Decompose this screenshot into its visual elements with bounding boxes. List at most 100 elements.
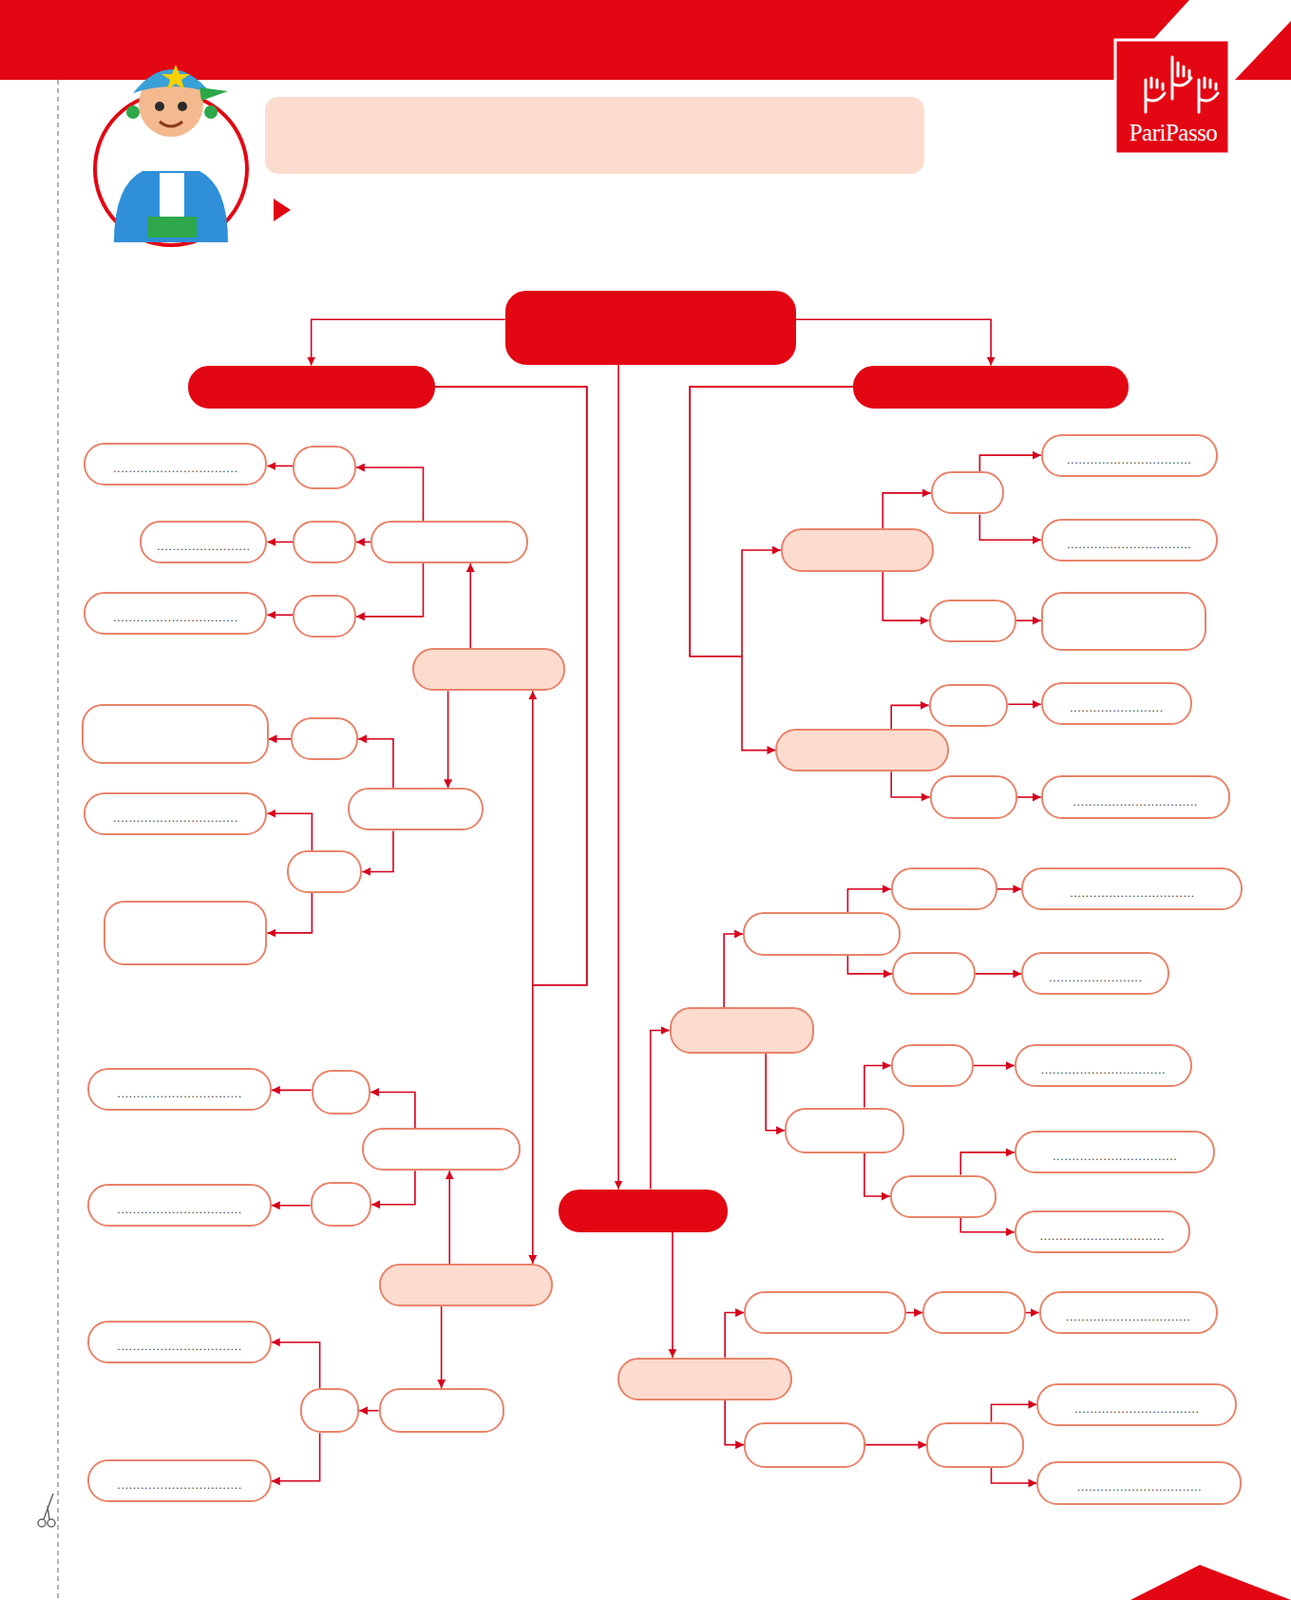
connector-arrow bbox=[847, 955, 893, 974]
blank-line: ................................ bbox=[113, 802, 239, 825]
fill-in-box: ........................ bbox=[1021, 951, 1170, 995]
blank-line: ................................ bbox=[1052, 1140, 1178, 1163]
connector-arrow bbox=[356, 541, 371, 544]
header-bar bbox=[0, 0, 1190, 80]
fill-in-box: ................................ bbox=[1041, 434, 1218, 477]
connector-arrow bbox=[796, 319, 991, 365]
blank-line: ................................ bbox=[1065, 1301, 1192, 1324]
fill-in-box bbox=[929, 599, 1017, 643]
fill-in-box: ................................ bbox=[87, 1183, 271, 1227]
connector-arrow bbox=[447, 690, 450, 788]
connector-arrow bbox=[311, 319, 506, 365]
connector-arrow bbox=[650, 1030, 670, 1190]
connector-arrow bbox=[361, 830, 394, 872]
fill-in-box bbox=[930, 471, 1005, 514]
connector-arrow bbox=[724, 1400, 744, 1445]
logo-text: PariPasso bbox=[1117, 119, 1230, 147]
blank-line: ................................ bbox=[116, 1469, 243, 1492]
connector-arrow bbox=[960, 1217, 1015, 1233]
fill-in-box bbox=[784, 1107, 905, 1154]
blank-line: ................................ bbox=[1072, 786, 1198, 809]
fill-in-box: ................................ bbox=[1036, 1383, 1237, 1426]
heading-box bbox=[853, 365, 1129, 409]
fill-in-box bbox=[926, 1422, 1024, 1468]
connector-arrow bbox=[268, 738, 292, 741]
category-box bbox=[669, 1006, 816, 1053]
blank-line: ................................ bbox=[1069, 877, 1196, 900]
fill-in-box bbox=[290, 717, 359, 760]
connector-arrow bbox=[266, 613, 293, 616]
fill-in-box bbox=[292, 594, 357, 638]
category-box bbox=[617, 1357, 793, 1401]
speech-bubble bbox=[265, 96, 925, 174]
fill-in-box: ................................ bbox=[83, 591, 267, 635]
connector-arrow bbox=[271, 1342, 321, 1388]
connector-arrow bbox=[891, 704, 929, 729]
blank-line: ................................ bbox=[116, 1330, 243, 1353]
heading-box bbox=[505, 290, 797, 364]
connector-arrow bbox=[847, 889, 891, 913]
fill-in-box bbox=[742, 911, 900, 955]
fill-in-box bbox=[891, 1044, 974, 1087]
category-box bbox=[780, 528, 934, 571]
connector-arrow bbox=[271, 1089, 312, 1092]
bullet-triangle bbox=[273, 198, 291, 222]
category-box bbox=[379, 1263, 554, 1307]
connector-arrow bbox=[991, 1404, 1038, 1422]
connector-arrow bbox=[440, 1306, 443, 1388]
connector-arrow bbox=[671, 1232, 674, 1358]
fill-in-box: ................................ bbox=[1041, 518, 1218, 562]
connector-arrow bbox=[448, 1170, 451, 1264]
scissors-icon bbox=[37, 1493, 56, 1527]
connector-arrow bbox=[359, 1409, 379, 1412]
fill-in-box: ................................ bbox=[1014, 1130, 1216, 1174]
connector-arrow bbox=[723, 933, 743, 1007]
logo-hands bbox=[1145, 56, 1218, 113]
fill-in-box bbox=[103, 900, 268, 967]
blank-line: ................................ bbox=[113, 453, 239, 475]
corner-mark bbox=[1234, 20, 1291, 80]
fill-in-box bbox=[892, 951, 976, 995]
connector-arrow bbox=[973, 1064, 1015, 1067]
fill-in-box bbox=[890, 1175, 997, 1218]
blank-line: ................................ bbox=[1039, 1220, 1165, 1243]
fill-in-box bbox=[922, 1291, 1026, 1334]
category-box bbox=[775, 728, 950, 772]
blank-line: ................................ bbox=[116, 1078, 243, 1101]
fill-in-box bbox=[310, 1181, 372, 1227]
cut-line bbox=[56, 79, 59, 1600]
category-box bbox=[412, 647, 566, 691]
fill-in-box bbox=[300, 1387, 360, 1433]
connector-arrow bbox=[1017, 796, 1042, 798]
fill-in-box bbox=[1041, 591, 1207, 651]
fill-in-box bbox=[929, 683, 1009, 727]
fill-in-box bbox=[370, 520, 530, 564]
blank-line: ................................ bbox=[1066, 444, 1193, 467]
connector-arrow bbox=[1007, 702, 1041, 705]
connector-arrow bbox=[975, 972, 1022, 975]
fill-in-box bbox=[891, 867, 998, 911]
connector-arrow bbox=[1016, 619, 1042, 622]
blank-line: ................................ bbox=[1066, 529, 1193, 551]
fill-in-box: ................................ bbox=[1036, 1461, 1242, 1504]
connector-arrow bbox=[271, 1204, 311, 1207]
blank-line: ........................ bbox=[156, 531, 251, 553]
connector-arrow bbox=[266, 892, 312, 933]
fill-in-box bbox=[292, 445, 357, 489]
fill-in-box bbox=[743, 1291, 907, 1334]
connector-arrow bbox=[689, 386, 854, 657]
fill-in-box: ................................ bbox=[1021, 867, 1243, 911]
heading-box bbox=[188, 365, 436, 409]
blank-line: ................................ bbox=[1077, 1471, 1203, 1494]
connector-arrow bbox=[358, 739, 394, 789]
connector-arrow bbox=[997, 888, 1023, 891]
connector-arrow bbox=[864, 1065, 892, 1108]
fill-in-box: ................................ bbox=[1014, 1210, 1191, 1254]
connector-arrow bbox=[266, 541, 293, 544]
blank-line: ................................ bbox=[113, 602, 239, 625]
logo-box bbox=[1115, 39, 1230, 154]
connector-arrow bbox=[266, 465, 293, 468]
fill-in-box: ................................ bbox=[87, 1320, 271, 1364]
blank-line: ........................ bbox=[1048, 962, 1143, 985]
